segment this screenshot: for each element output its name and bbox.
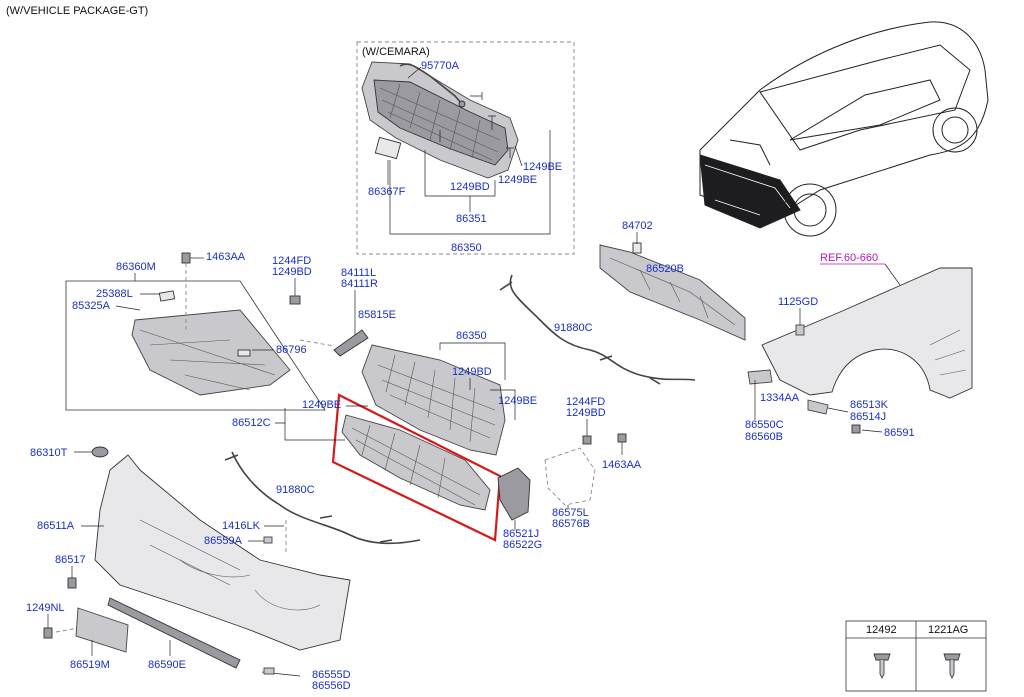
label-86522G: 86522G [503, 539, 542, 551]
label-86367F: 86367F [368, 186, 406, 198]
label-86796: 86796 [276, 344, 307, 356]
header-title: (W/VEHICLE PACKAGE-GT) [6, 5, 148, 17]
cover-panel-86360M [65, 280, 326, 411]
wiring-harness-upper [499, 274, 696, 385]
lower-grille-86512C [341, 414, 491, 511]
label-86559A: 86559A [204, 535, 243, 547]
label-95770A: 95770A [421, 60, 460, 72]
label-85325A: 85325A [72, 300, 111, 312]
label-1244FD-top: 1244FD [272, 255, 311, 267]
label-91880C-lower: 91880C [276, 484, 315, 496]
emblem-illustration [91, 446, 109, 458]
bumper-cover-86511A [94, 454, 351, 651]
bumper-beam-86520B [599, 242, 746, 341]
label-1249BE-inset-b: 1249BE [498, 174, 537, 186]
label-1249NL: 1249NL [26, 602, 65, 614]
label-86555D: 86555D [312, 669, 351, 681]
label-86514J: 86514J [850, 411, 886, 423]
fender-illustration [747, 267, 973, 415]
label-1463AA-right: 1463AA [602, 459, 642, 471]
label-1249BE-lower: 1249BE [302, 399, 341, 411]
label-86521J: 86521J [503, 528, 539, 540]
radiator-grille-86350 [361, 344, 506, 456]
label-84111L: 84111L [341, 267, 376, 279]
camera-inset: (W/CEMARA) 95770A 1249BE 1249BE 1249BD 8… [356, 41, 575, 255]
label-1334AA: 1334AA [760, 392, 800, 404]
vehicle-illustration [699, 21, 989, 237]
label-1249BD-top: 1249BD [272, 266, 312, 278]
label-86591: 86591 [884, 427, 915, 439]
label-91880C-upper: 91880C [554, 322, 593, 334]
label-86310T: 86310T [30, 447, 68, 459]
inset-grille-illustration [361, 61, 519, 179]
label-86560B: 86560B [745, 431, 783, 443]
label-1249BD-grille: 1249BD [452, 366, 492, 378]
label-1249BD-inset: 1249BD [450, 181, 490, 193]
label-84702: 84702 [622, 220, 653, 232]
fastener-col-12492: 12492 [866, 624, 897, 636]
license-bracket-illustration [75, 607, 129, 653]
label-1249BD-right: 1249BD [566, 407, 606, 419]
ref-label: REF.60-660 [820, 252, 878, 264]
screw-icon-1221AG [943, 653, 961, 680]
inset-frame [356, 41, 575, 255]
wiring-harness-lower [224, 451, 421, 545]
label-1249BE-inset-a: 1249BE [523, 161, 562, 173]
label-86556D: 86556D [312, 680, 351, 692]
label-86350-main: 86350 [456, 330, 487, 342]
label-86360M: 86360M [116, 261, 156, 273]
label-1125GD: 1125GD [778, 296, 818, 308]
leader [407, 66, 422, 79]
label-1463AA-top: 1463AA [206, 251, 246, 263]
label-86351: 86351 [456, 213, 487, 225]
label-85815E: 85815E [358, 309, 396, 321]
label-86576B: 86576B [552, 518, 590, 530]
label-1244FD-right: 1244FD [566, 396, 605, 408]
label-86511A: 86511A [37, 520, 75, 532]
label-86575L: 86575L [552, 507, 589, 519]
lip-strip-illustration [107, 597, 241, 669]
label-86519M: 86519M [70, 659, 110, 671]
label-1416LK: 1416LK [222, 520, 261, 532]
label-1249BE-grille: 1249BE [498, 395, 537, 407]
fastener-table: 12492 1221AG [845, 620, 987, 692]
label-86520B: 86520B [646, 263, 684, 275]
label-86590E: 86590E [148, 659, 186, 671]
inset-title: (W/CEMARA) [362, 46, 430, 58]
fastener-col-1221AG: 1221AG [928, 624, 968, 636]
side-cover-illustration [497, 467, 531, 521]
label-25388L: 25388L [96, 288, 133, 300]
bracket-outline [544, 447, 596, 506]
screw-icon-12492 [873, 653, 891, 680]
label-84111R: 84111R [341, 278, 378, 290]
label-86512C: 86512C [232, 417, 271, 429]
label-86350-inset: 86350 [451, 242, 482, 254]
label-86517: 86517 [55, 554, 86, 566]
label-86513K: 86513K [850, 399, 889, 411]
label-86550C: 86550C [745, 419, 784, 431]
